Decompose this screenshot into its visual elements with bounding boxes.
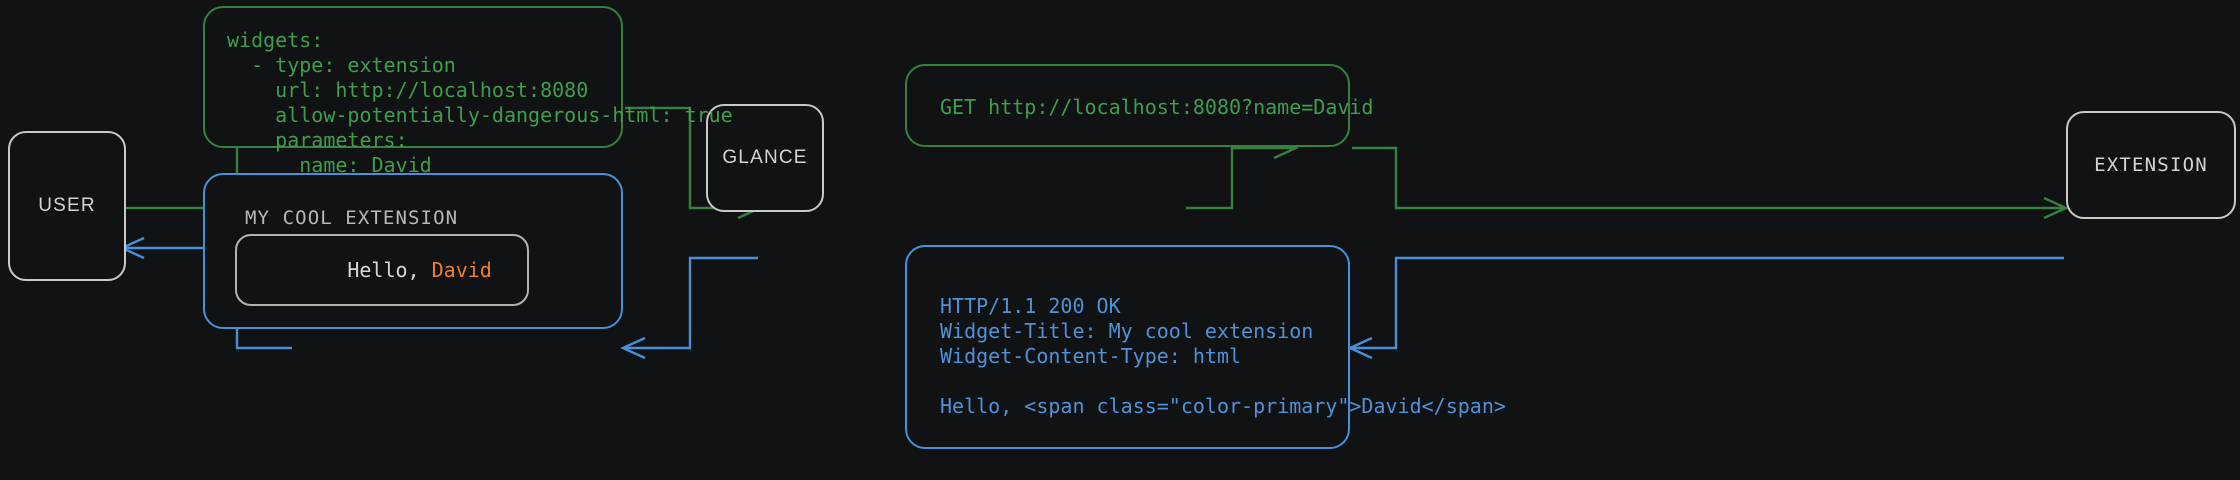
node-glance-label: GLANCE bbox=[722, 147, 808, 168]
node-user-label: USER bbox=[38, 195, 96, 216]
panel-http-response[interactable]: HTTP/1.1 200 OK Widget-Title: My cool ex… bbox=[905, 245, 1506, 449]
wire-request-to-extension bbox=[1352, 146, 2069, 220]
panel-config-yaml[interactable]: widgets: - type: extension url: http://l… bbox=[203, 6, 733, 177]
http-request-text: GET http://localhost:8080?name=David bbox=[940, 95, 1374, 119]
http-response-text: HTTP/1.1 200 OK Widget-Title: My cool ex… bbox=[940, 294, 1506, 418]
panel-http-request[interactable]: GET http://localhost:8080?name=David bbox=[905, 64, 1373, 147]
node-extension[interactable]: EXTENSION bbox=[2066, 111, 2236, 219]
panel-widget-preview[interactable]: MY COOL EXTENSION Hello, David bbox=[203, 173, 623, 329]
node-glance[interactable]: GLANCE bbox=[706, 104, 824, 212]
widget-greeting-name: David bbox=[431, 258, 492, 282]
widget-content-box[interactable]: Hello, David bbox=[235, 234, 529, 306]
wire-glance-to-request bbox=[1186, 136, 1299, 210]
widget-title: MY COOL EXTENSION bbox=[245, 207, 459, 229]
node-user[interactable]: USER bbox=[8, 131, 126, 281]
widget-greeting: Hello, David bbox=[237, 234, 492, 306]
config-yaml-text: widgets: - type: extension url: http://l… bbox=[227, 28, 733, 177]
widget-greeting-prefix: Hello, bbox=[347, 258, 432, 282]
node-extension-label: EXTENSION bbox=[2094, 154, 2208, 176]
wire-glance-to-widget bbox=[620, 256, 758, 360]
